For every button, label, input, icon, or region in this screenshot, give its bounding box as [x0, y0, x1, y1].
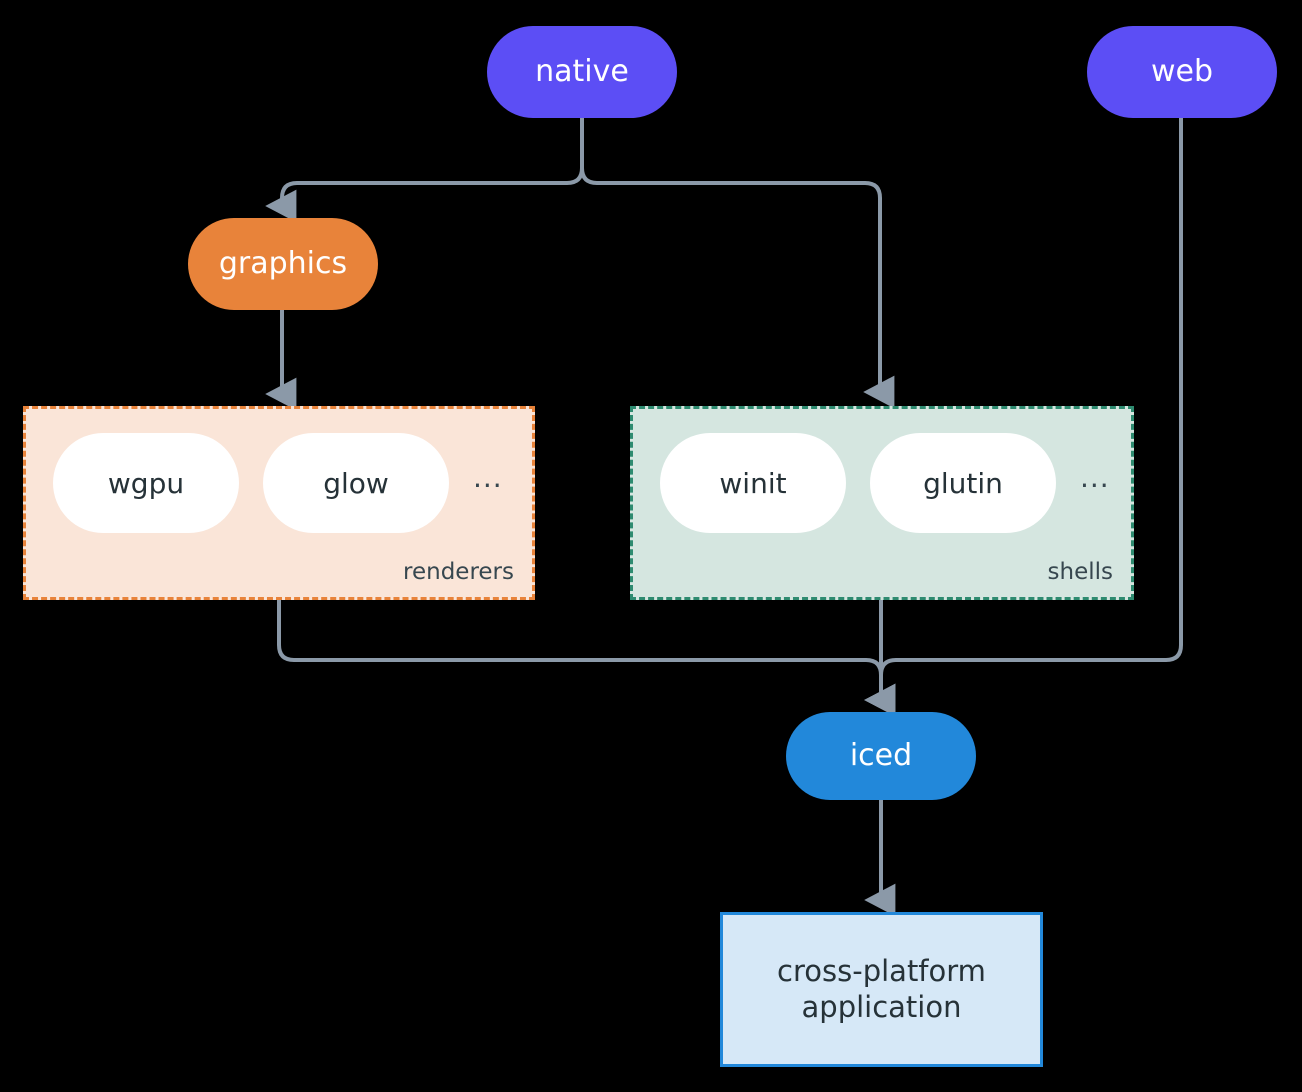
item-pill-wgpu-label: wgpu — [107, 466, 185, 500]
node-iced-label: iced — [849, 737, 913, 773]
node-native-label: native — [535, 53, 629, 89]
node-graphics-label: graphics — [218, 245, 348, 281]
renderers-ellipsis: ... — [473, 461, 503, 494]
group-shells-label: shells — [1047, 559, 1113, 585]
item-pill-winit-label: winit — [719, 466, 787, 500]
item-pill-winit[interactable]: winit — [660, 433, 846, 533]
group-shells-items: winit glutin ... — [633, 433, 1131, 533]
node-web-label: web — [1150, 53, 1214, 89]
item-pill-glutin-label: glutin — [923, 466, 1003, 500]
group-renderers-items: wgpu glow ... — [26, 433, 532, 533]
group-renderers-label: renderers — [403, 559, 514, 585]
group-renderers: wgpu glow ... renderers — [23, 406, 535, 600]
node-graphics[interactable]: graphics — [188, 218, 378, 310]
node-application-line2: application — [801, 989, 962, 1024]
edge-renderers-iced — [277, 600, 896, 717]
item-pill-glow-label: glow — [323, 466, 389, 500]
edge-native-shells — [580, 118, 895, 409]
node-native[interactable]: native — [487, 26, 677, 118]
item-pill-glutin[interactable]: glutin — [870, 433, 1056, 533]
node-web[interactable]: web — [1087, 26, 1277, 118]
item-pill-glow[interactable]: glow — [263, 433, 449, 533]
edge-native-split — [265, 118, 584, 223]
node-application-line1: cross-platform — [777, 954, 986, 989]
item-pill-wgpu[interactable]: wgpu — [53, 433, 239, 533]
shells-ellipsis: ... — [1080, 461, 1110, 494]
node-iced[interactable]: iced — [786, 712, 976, 800]
node-application[interactable]: cross-platform application — [720, 912, 1043, 1067]
group-shells: winit glutin ... shells — [630, 406, 1134, 600]
